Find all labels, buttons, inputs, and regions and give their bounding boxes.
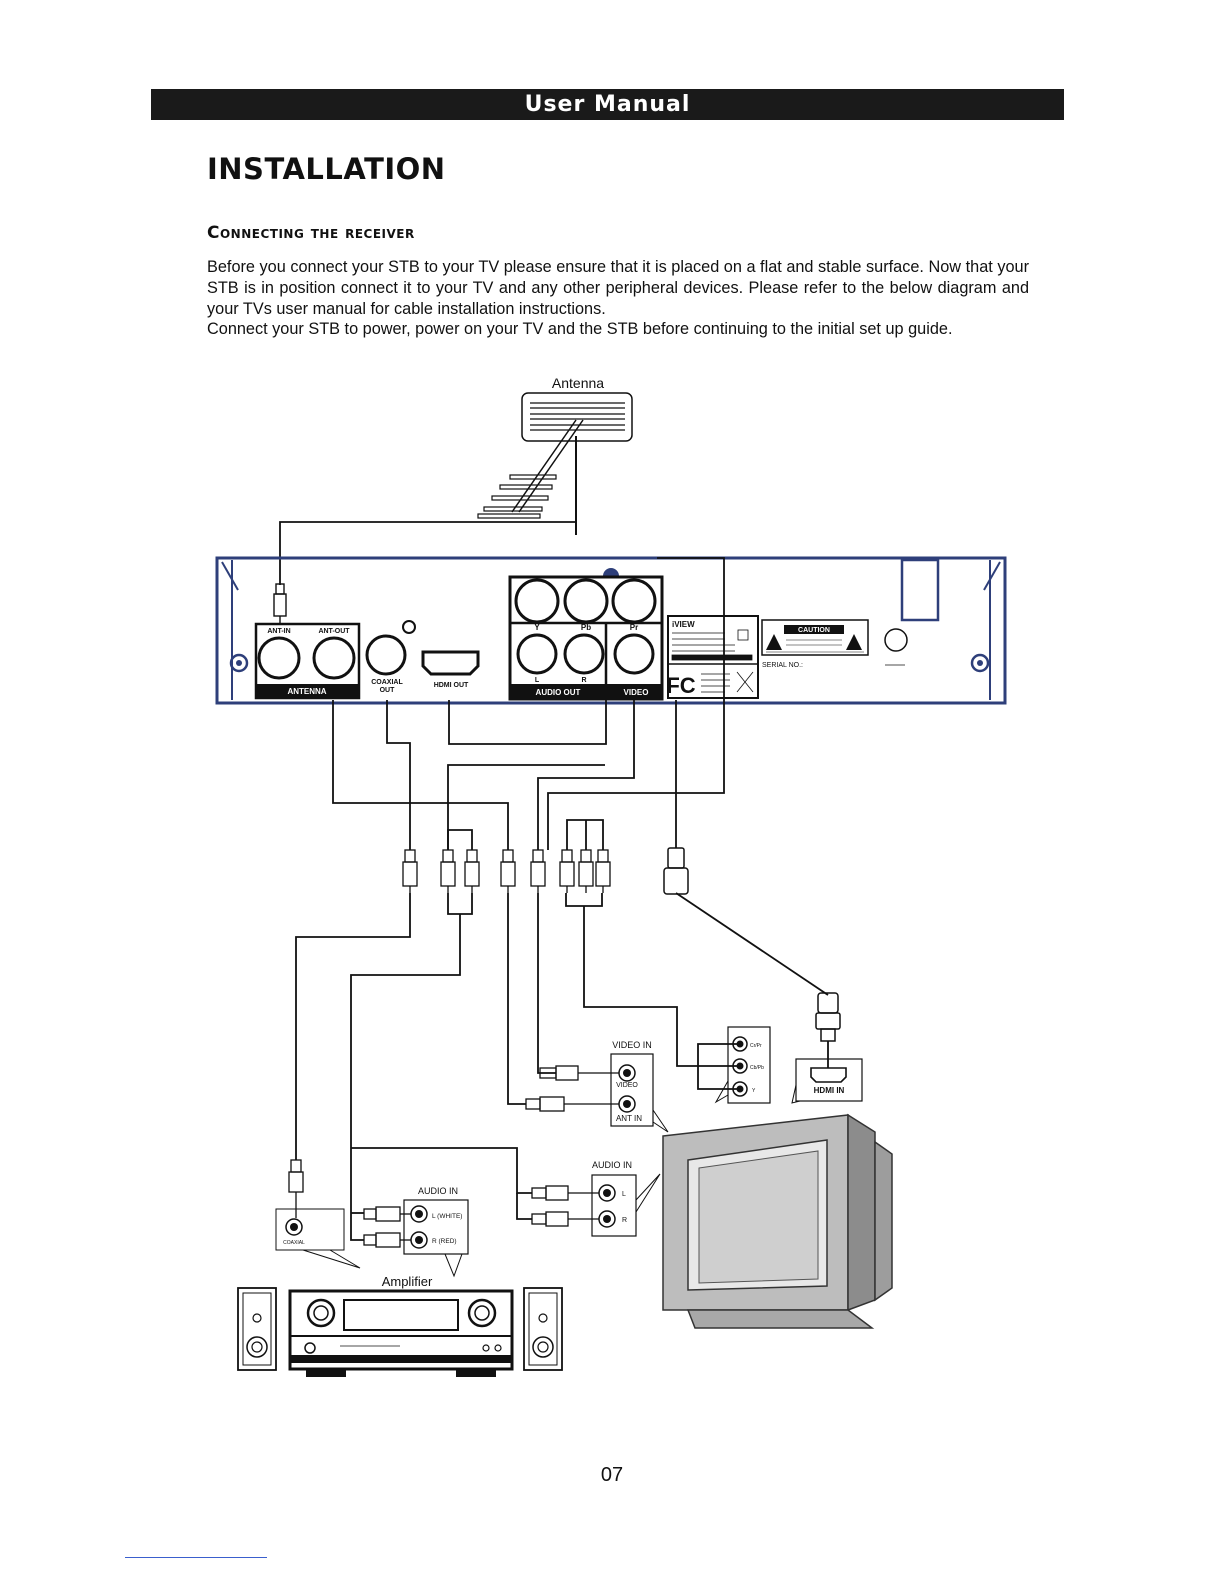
ant-out-label: ANT-OUT	[318, 628, 350, 635]
cbpb-label: Cb/Pb	[750, 1065, 764, 1071]
cable-lines	[295, 557, 829, 1241]
left-speaker	[237, 1287, 277, 1371]
tv-hdmi-input-panel: HDMI IN	[791, 1041, 863, 1104]
ant-out-port	[312, 636, 356, 680]
tv-audio-r-label: R	[622, 1217, 627, 1224]
pb-label: Pb	[581, 623, 591, 632]
amp-audio-input-panel: AUDIO IN L (WHITE) R (RED)	[363, 1186, 469, 1278]
video-in-label: VIDEO IN	[612, 1040, 652, 1050]
audio-l-port	[516, 633, 558, 675]
rca-plug-row	[402, 849, 611, 893]
ant-in-port	[257, 636, 301, 680]
tv-audio-input-panel: AUDIO IN L R	[531, 1160, 661, 1237]
serial-label: SERIAL NO.:	[762, 662, 803, 669]
ant-in-label: ANT-IN	[267, 628, 290, 635]
amplifier-illustration: Amplifier	[288, 1274, 514, 1377]
brand-label: iVIEW	[672, 620, 695, 629]
y-label: Y	[534, 623, 540, 632]
header-bar: User Manual	[151, 89, 1064, 120]
tv-audio-l-label: L	[622, 1191, 626, 1198]
fc-logo: FC	[666, 673, 695, 698]
hdmi-plug-stb	[663, 847, 689, 895]
coaxial-out-label-2: OUT	[380, 687, 396, 694]
coaxial-out-port	[365, 634, 407, 676]
pr-port	[611, 578, 657, 624]
video-out-label: VIDEO	[624, 688, 649, 697]
amplifier-label: Amplifier	[382, 1274, 433, 1289]
amp-r-red-label: R (RED)	[432, 1238, 457, 1245]
hdmi-out-port	[421, 650, 480, 676]
audio-l-label: L	[535, 677, 540, 684]
paragraph-1: Before you connect your STB to your TV p…	[207, 258, 1029, 318]
y-port	[514, 578, 560, 624]
amp-l-white-label: L (WHITE)	[432, 1213, 462, 1220]
audio-r-port	[563, 633, 605, 675]
amp-coaxial-input: COAXIAL	[275, 1159, 361, 1269]
video-port	[613, 633, 655, 675]
caution-label: CAUTION	[798, 627, 830, 634]
hdmi-plug-tv	[815, 992, 841, 1042]
right-speaker	[523, 1287, 563, 1371]
footer-rule	[125, 1557, 267, 1558]
component-y-label: Y	[752, 1088, 756, 1094]
pb-port	[563, 578, 609, 624]
amp-coaxial-label: COAXIAL	[283, 1240, 305, 1246]
paragraph-2: Connect your STB to power, power on your…	[207, 320, 953, 339]
tv-ant-in-label: ANT IN	[616, 1114, 642, 1123]
amp-audio-in-label: AUDIO IN	[418, 1186, 458, 1196]
crpr-label: Cr/Pr	[750, 1043, 762, 1049]
antenna-block-label: ANTENNA	[287, 687, 326, 696]
audio-r-label: R	[581, 677, 586, 684]
antenna-illustration: Antenna	[273, 375, 633, 626]
pr-label: Pr	[630, 623, 638, 632]
coaxial-out-label-1: COAXIAL	[371, 679, 403, 686]
television	[662, 1113, 893, 1329]
tv-video-input-panel: VIDEO IN VIDEO ANT IN	[525, 1040, 669, 1133]
tv-component-input-panel: Cr/Pr Cb/Pb Y	[714, 1026, 771, 1104]
hdmi-out-label: HDMI OUT	[434, 682, 469, 689]
body-text: Before you connect your STB to your TV p…	[207, 257, 1029, 340]
connection-diagram: Antenna	[215, 375, 1007, 1377]
stb-back-panel: ANT-IN ANT-OUT ANTENNA COAXIAL OUT HDMI …	[215, 556, 1007, 705]
video-input-label: VIDEO	[616, 1082, 638, 1089]
audio-out-label: AUDIO OUT	[536, 688, 581, 697]
certification-mark-icon	[884, 628, 908, 652]
antenna-label: Antenna	[552, 375, 604, 391]
antenna-plug	[273, 583, 287, 626]
page-title: INSTALLATION	[207, 152, 446, 186]
page-number: 07	[600, 1464, 624, 1486]
hdmi-in-label: HDMI IN	[814, 1086, 845, 1095]
tv-audio-in-label: AUDIO IN	[592, 1160, 632, 1170]
section-title: Connecting the receiver	[207, 223, 415, 243]
